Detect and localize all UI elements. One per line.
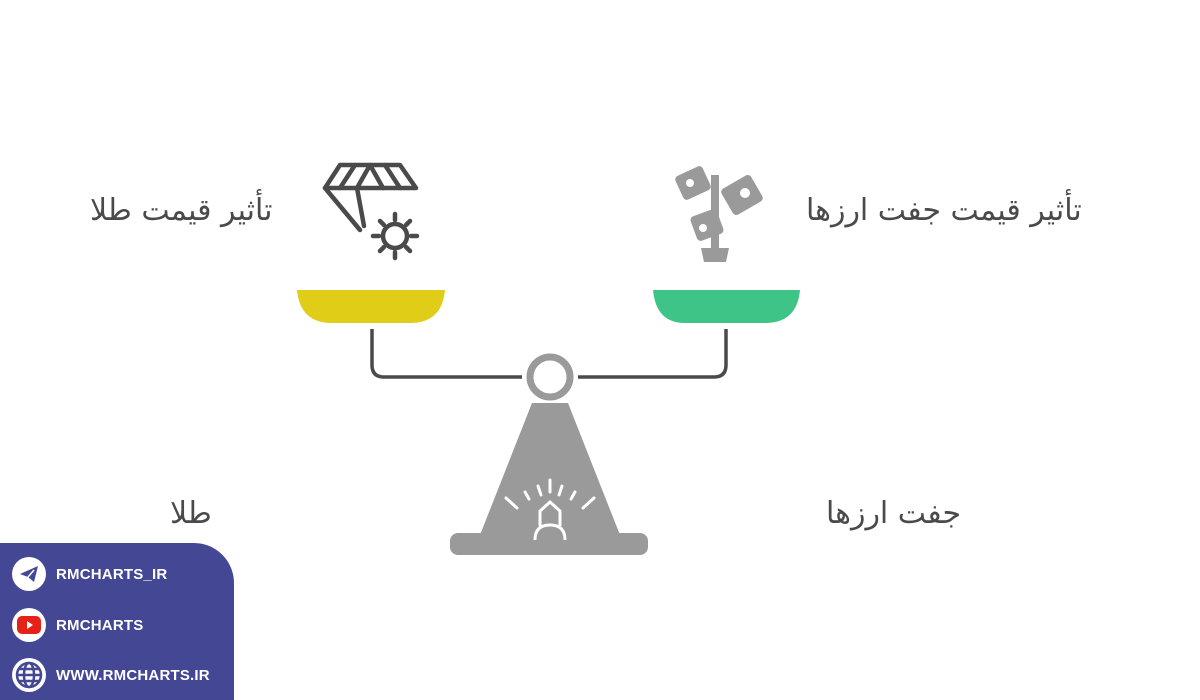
alarm-light-icon bbox=[504, 478, 596, 540]
social-panel: RMCHARTS_IR RMCHARTS WWW.RMCHARTS.IR bbox=[0, 543, 234, 700]
social-youtube[interactable]: RMCHARTS bbox=[12, 608, 143, 642]
globe-icon bbox=[12, 658, 46, 692]
telegram-handle: RMCHARTS_IR bbox=[56, 565, 168, 583]
right-label: جفت ارزها bbox=[826, 496, 961, 531]
scale-beam bbox=[297, 290, 800, 555]
youtube-icon bbox=[12, 608, 46, 642]
left-label: طلا bbox=[170, 496, 212, 531]
money-tree-icon bbox=[675, 166, 763, 262]
telegram-icon bbox=[12, 557, 46, 591]
youtube-handle: RMCHARTS bbox=[56, 616, 144, 634]
social-telegram[interactable]: RMCHARTS_IR bbox=[12, 557, 167, 591]
right-title: تأثیر قیمت جفت ارزها bbox=[806, 193, 1082, 228]
diamond-gear-icon bbox=[322, 162, 420, 261]
website-url: WWW.RMCHARTS.IR bbox=[56, 666, 210, 684]
left-title: تأثیر قیمت طلا bbox=[90, 193, 273, 228]
social-website[interactable]: WWW.RMCHARTS.IR bbox=[12, 658, 210, 692]
